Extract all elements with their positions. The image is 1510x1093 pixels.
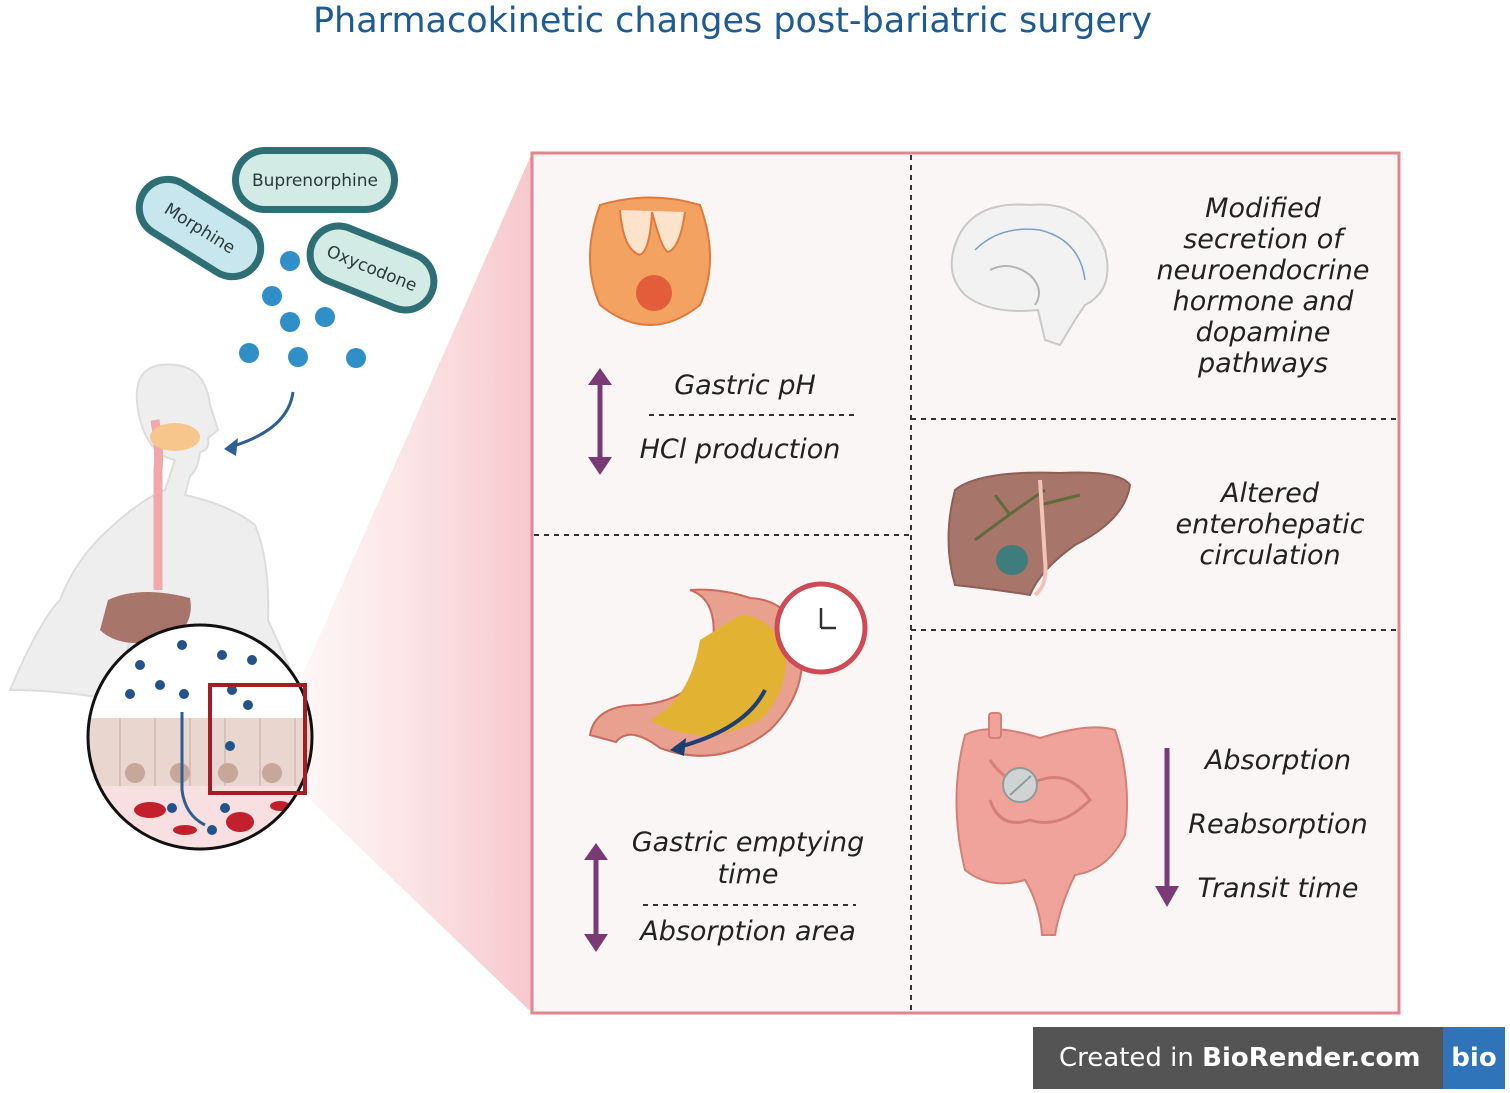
- pill-oxycodone: Oxycodone: [306, 222, 438, 314]
- biorender-badge: Created in BioRender.com bio: [1033, 1027, 1505, 1089]
- liver-text-line: circulation: [1199, 540, 1341, 571]
- ingestion-arrow: [229, 391, 295, 449]
- brain-text-line: Modified: [1205, 193, 1321, 224]
- intestine-icon: [955, 712, 1129, 936]
- intestine-decrease-arrow-icon: [1155, 748, 1179, 907]
- gastric-ph-label: Gastric pH: [674, 370, 816, 401]
- diagram-title: Pharmacokinetic changes post-bariatric s…: [312, 1, 1153, 41]
- brain-text-line: pathways: [1197, 348, 1329, 379]
- hcl-production-label: HCl production: [639, 434, 841, 465]
- liver-icon: [947, 471, 1132, 597]
- brain-text-line: hormone and: [1172, 286, 1354, 317]
- badge-brand: BioRender.com: [1202, 1043, 1421, 1073]
- zoom-wedge: [300, 153, 532, 1013]
- brain-text-line: dopamine: [1195, 317, 1331, 348]
- pill-morphine: Morphine: [135, 175, 265, 281]
- liver-text-line: enterohepatic: [1175, 509, 1365, 540]
- gastric-ph-arrow-icon: [588, 368, 612, 475]
- absorption-area-label: Absorption area: [640, 916, 856, 947]
- liver-text-line: Altered: [1220, 478, 1320, 509]
- panel-dividers: [534, 155, 1397, 1011]
- absorption-magnifier-icon: [86, 623, 314, 851]
- liver-text: Altered enterohepatic circulation: [1145, 478, 1395, 571]
- badge-prefix: Created in: [1059, 1043, 1203, 1073]
- stomach-icon: [588, 588, 803, 757]
- transit-time-label: Transit time: [1197, 873, 1359, 904]
- brain-text-line: secretion of: [1183, 224, 1343, 255]
- brain-icon: [950, 203, 1109, 347]
- pill-label-buprenorphine: Buprenorphine: [252, 171, 378, 191]
- gastric-emptying-time-label: time: [717, 859, 779, 890]
- absorption-label: Absorption: [1204, 745, 1352, 776]
- pill-buprenorphine: Buprenorphine: [232, 147, 398, 213]
- stomach-cell-icon: [589, 196, 711, 326]
- biorender-logo-icon: bio: [1443, 1027, 1505, 1089]
- brain-text: Modified secretion of neuroendocrine hor…: [1138, 193, 1388, 379]
- gastric-emptying-label: Gastric emptying: [631, 827, 865, 858]
- clock-icon: [774, 581, 868, 675]
- reabsorption-label: Reabsorption: [1188, 809, 1368, 840]
- brain-text-line: neuroendocrine: [1156, 255, 1370, 286]
- gastric-emptying-arrow-icon: [584, 843, 608, 952]
- badge-text: Created in BioRender.com: [1033, 1043, 1444, 1073]
- drug-particles: [239, 251, 366, 368]
- human-body-icon: [8, 363, 302, 702]
